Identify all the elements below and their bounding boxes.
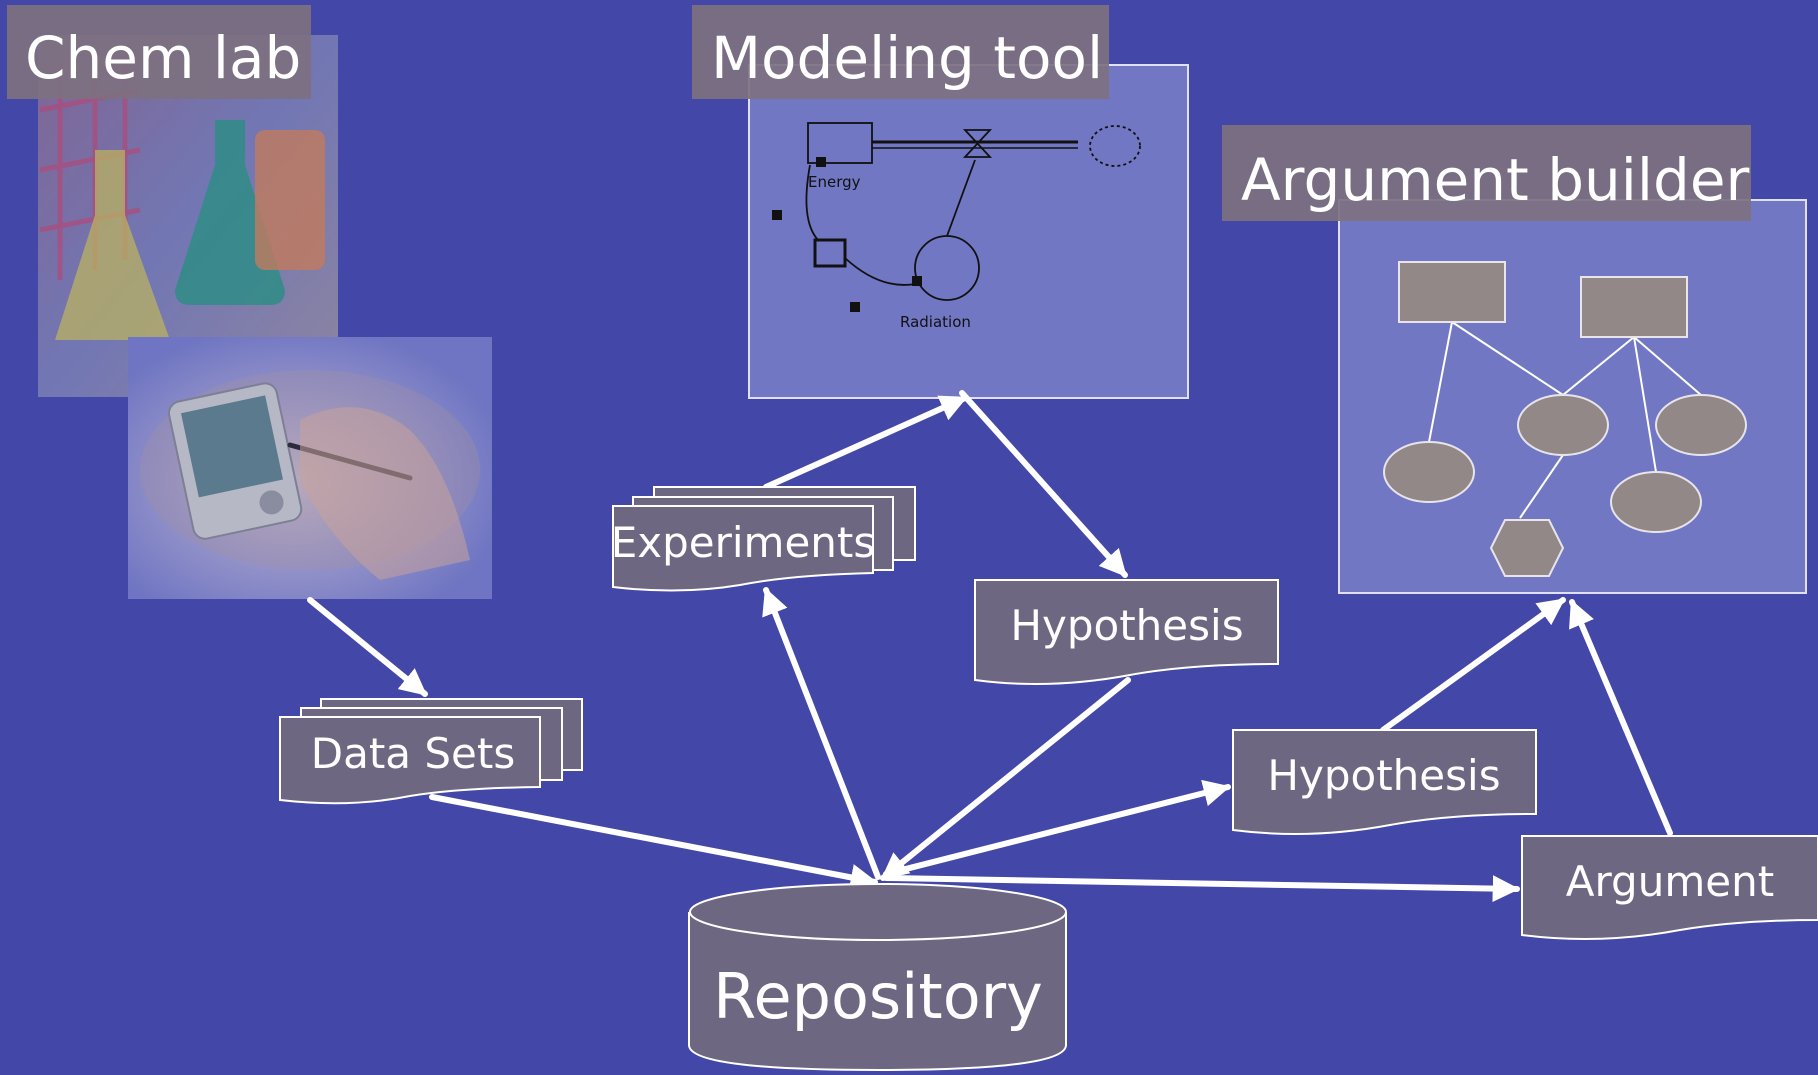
arrow-experiments-to-model bbox=[763, 395, 968, 490]
radiation-to-valve bbox=[946, 159, 976, 237]
argument-builder-title-box: Argument builder bbox=[1222, 125, 1751, 221]
argument-tree-links bbox=[1428, 321, 1702, 519]
radiation-label: Radiation bbox=[900, 313, 971, 331]
chem-lab-title-box: Chem lab bbox=[7, 5, 311, 99]
evidence-node-4 bbox=[1610, 471, 1702, 533]
converter-box bbox=[813, 238, 847, 268]
argument-label: Argument bbox=[1566, 857, 1774, 906]
claim-box-right bbox=[1580, 276, 1688, 338]
orange-beaker-icon bbox=[255, 130, 325, 270]
repository-node[interactable]: Repository bbox=[688, 883, 1067, 1072]
data-sets-node[interactable]: Data Sets bbox=[279, 698, 583, 805]
energy-link bbox=[805, 164, 819, 241]
arrow-argument-to-argument-builder bbox=[1569, 599, 1673, 836]
modeling-tool-title-box: Modeling tool bbox=[692, 5, 1109, 99]
arrow-hypothesis-to-repository bbox=[880, 677, 1131, 881]
arrow-hypothesis-to-argument-builder bbox=[1380, 597, 1566, 733]
data-sets-label: Data Sets bbox=[311, 729, 515, 778]
evidence-node-1 bbox=[1383, 441, 1475, 503]
anchor-points bbox=[772, 157, 922, 312]
argument-builder-panel bbox=[1338, 199, 1807, 594]
experiments-node[interactable]: Experiments bbox=[611, 486, 916, 592]
yellow-flask-icon bbox=[55, 150, 170, 340]
pda-stylus-photo bbox=[128, 337, 492, 599]
hypothesis-model-node[interactable]: Hypothesis bbox=[974, 579, 1279, 685]
argument-node[interactable]: Argument bbox=[1521, 835, 1818, 940]
hypothesis-model-label: Hypothesis bbox=[1010, 601, 1243, 650]
hand-icon bbox=[300, 407, 470, 580]
experiments-label: Experiments bbox=[611, 518, 876, 567]
arrow-repository-to-experiments bbox=[762, 587, 881, 880]
chem-lab-title: Chem lab bbox=[25, 24, 301, 92]
arrow-datasets-to-repository bbox=[429, 794, 878, 891]
stock-flow-diagram bbox=[805, 122, 1141, 301]
modeling-tool-title: Modeling tool bbox=[711, 24, 1103, 92]
hypothesis-argument-label: Hypothesis bbox=[1267, 751, 1500, 800]
hexagon-node bbox=[1489, 519, 1565, 577]
modeling-tool-panel: Energy Radiation bbox=[748, 64, 1189, 399]
evidence-node-2 bbox=[1517, 394, 1609, 456]
claim-box-left bbox=[1398, 261, 1506, 323]
repository-label: Repository bbox=[713, 960, 1043, 1033]
evidence-node-3 bbox=[1655, 394, 1747, 456]
arrow-repository-to-argument bbox=[883, 875, 1520, 903]
flow-arrows bbox=[307, 390, 1673, 903]
hypothesis-argument-node[interactable]: Hypothesis bbox=[1232, 729, 1537, 835]
pda-device-icon bbox=[167, 382, 303, 540]
flow-link bbox=[844, 257, 916, 286]
valve-icon bbox=[962, 129, 993, 158]
argument-builder-title: Argument builder bbox=[1241, 146, 1750, 214]
arrow-pda-to-datasets bbox=[307, 597, 428, 697]
argument-tree-nodes bbox=[1383, 261, 1747, 577]
cloud-sink-icon bbox=[1089, 125, 1141, 167]
arrow-repository-to-hypothesis bbox=[883, 779, 1231, 877]
arrow-model-to-hypothesis bbox=[959, 390, 1128, 578]
energy-label: Energy bbox=[808, 173, 861, 191]
